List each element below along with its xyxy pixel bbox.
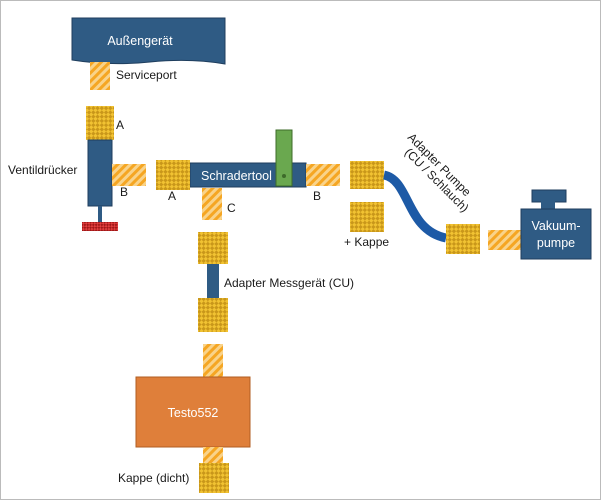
testo-cap: [199, 463, 229, 493]
gauge-adapter-label: Adapter Messgerät (CU): [224, 276, 354, 290]
outdoor-unit-label: Außengerät: [107, 34, 173, 48]
schrader-tool-label-a: A: [168, 189, 176, 203]
valve-depressor-port-a: [86, 106, 114, 140]
schrader-tool-label: Schradertool: [201, 169, 272, 183]
gauge-adapter-body: [207, 264, 219, 300]
vacuum-pump-inlet: [488, 230, 522, 250]
schrader-tool-pivot: [282, 174, 286, 178]
schrader-tool-port-c: [202, 188, 222, 220]
testo-cap-label: Kappe (dicht): [118, 471, 189, 485]
serviceport-label: Serviceport: [116, 68, 177, 82]
valve-depressor-body: [87, 139, 113, 207]
pump-adapter-connector-right: [446, 224, 480, 254]
valve-depressor-stem: [98, 206, 102, 222]
cap-label: + Kappe: [344, 235, 389, 249]
valve-depressor-label-a: A: [116, 118, 124, 132]
schrader-tool-port-b: [306, 164, 340, 186]
valve-depressor-port-b: [112, 164, 146, 186]
serviceport-connector: [90, 62, 110, 90]
schrader-tool-port-a: [156, 160, 190, 190]
vacuum-pump-body: [520, 208, 592, 260]
vacuum-pump-label-line1: Vakuum-: [531, 219, 580, 233]
testo-connector-bottom: [203, 447, 223, 463]
pump-hose: [382, 170, 448, 243]
cap-connector: [350, 202, 384, 232]
valve-depressor-label: Ventildrücker: [8, 163, 77, 177]
schrader-tool-label-c: C: [227, 201, 236, 215]
testo-label: Testo552: [168, 406, 219, 420]
valve-depressor-handle: [82, 222, 118, 231]
schrader-tool-lever: [275, 129, 293, 187]
testo-body: [135, 376, 251, 448]
pump-adapter-connector-left: [350, 161, 384, 189]
valve-depressor-label-b: B: [120, 185, 128, 199]
gauge-adapter-connector-top: [198, 232, 228, 264]
testo-connector-top: [203, 344, 223, 378]
schrader-tool-label-b: B: [313, 189, 321, 203]
vacuum-pump-label-line2: pumpe: [537, 236, 575, 250]
gauge-adapter-connector-bottom: [198, 298, 228, 332]
vacuum-pump-handle-post: [541, 200, 555, 210]
